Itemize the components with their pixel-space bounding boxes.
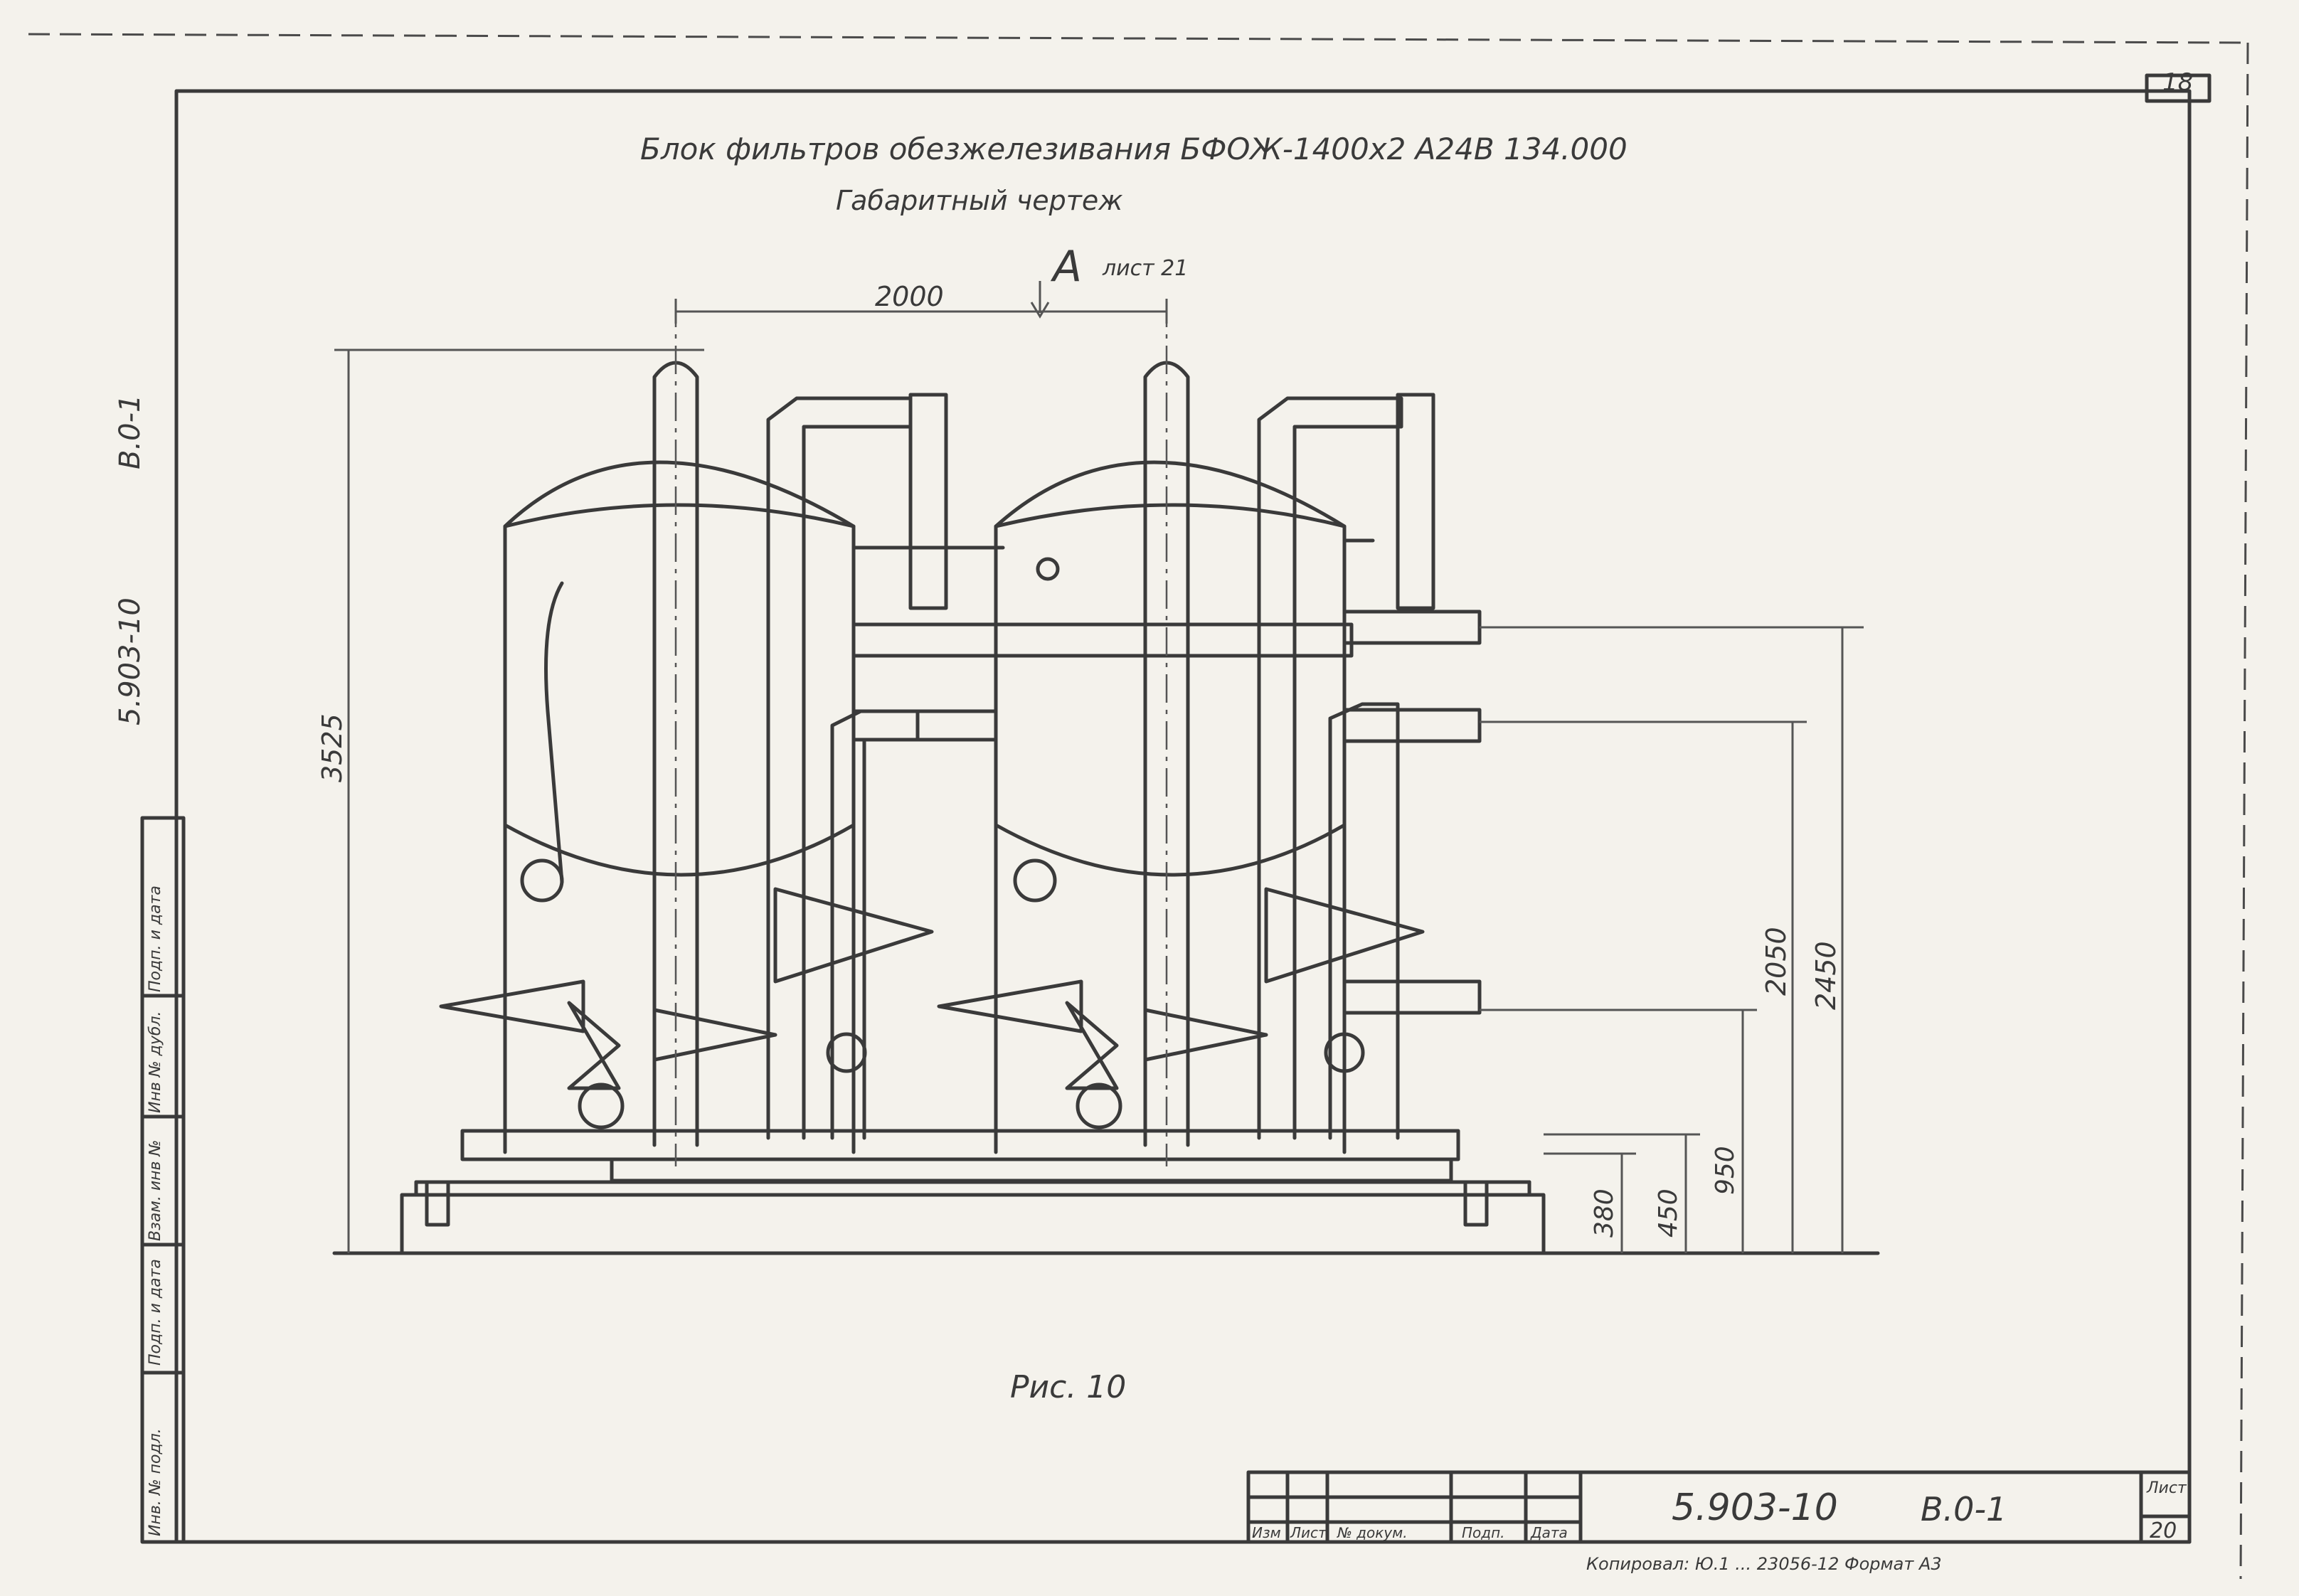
drawing-title: Блок фильтров обезжелезивания БФОЖ-1400х… xyxy=(640,132,1628,166)
stamp-label-4: Инв № дубл. xyxy=(147,1011,164,1113)
stamp-label-2: Подп. и дата xyxy=(147,1259,164,1366)
stamp-label-5: Подп. и дата xyxy=(147,885,164,992)
dimension-lines xyxy=(334,281,1864,1253)
left-stamp-strip xyxy=(140,816,186,1544)
side-code-1: 5.903-10 xyxy=(114,597,147,725)
stamp-label-3: Взам. инв № xyxy=(147,1139,164,1241)
pump-icon-2 xyxy=(1324,1032,1365,1073)
dim-450: 450 xyxy=(1654,1188,1683,1238)
pressure-gauge-1-icon xyxy=(520,858,564,903)
figure-caption: Рис. 10 xyxy=(1010,1369,1127,1405)
tb-header-list: Лист xyxy=(1290,1524,1327,1541)
base-frame xyxy=(332,1180,1880,1255)
dim-950: 950 xyxy=(1711,1146,1740,1195)
tb-doc-suffix: В.0-1 xyxy=(1921,1490,2007,1528)
sheet-corner-number: 18 xyxy=(2162,68,2194,97)
vertical-pipes xyxy=(652,361,1435,1147)
dim-2000: 2000 xyxy=(875,281,944,312)
drawing-subtitle: Габаритный чертеж xyxy=(836,185,1123,216)
pressure-gauge-2-icon xyxy=(1013,858,1057,903)
drawing-frame xyxy=(174,89,2192,1544)
tb-header-izm: Изм xyxy=(1252,1524,1281,1541)
dim-2450: 2450 xyxy=(1810,941,1842,1010)
filter-tank-2 xyxy=(994,460,1347,1154)
dim-3525: 3525 xyxy=(317,713,348,782)
sheet-corner-box xyxy=(2145,73,2212,103)
tb-doc-number: 5.903-10 xyxy=(1672,1486,1838,1529)
valves xyxy=(439,887,1425,1129)
tb-header-date: Дата xyxy=(1531,1524,1568,1541)
tb-footer: Копировал: Ю.1 ... 23056-12 Формат А3 xyxy=(1586,1554,1942,1574)
pump-icon-1 xyxy=(826,1032,867,1073)
filter-tank-1 xyxy=(503,460,856,1154)
title-block xyxy=(1246,1470,2192,1544)
dim-380: 380 xyxy=(1590,1188,1619,1238)
dim-2050: 2050 xyxy=(1761,927,1792,996)
tb-header-doc: № докум. xyxy=(1337,1524,1408,1541)
tb-sheet-number: 20 xyxy=(2150,1518,2177,1543)
side-code-2: В.0-1 xyxy=(114,394,147,470)
valve-handwheel-icon xyxy=(1036,557,1060,581)
tb-sheet-label: Лист xyxy=(2147,1479,2187,1497)
view-sheet-ref: лист 21 xyxy=(1103,256,1189,281)
axis-lines xyxy=(674,299,1168,1166)
stamp-label-1: Инв. № подл. xyxy=(147,1428,164,1536)
manifolds xyxy=(460,538,1482,1183)
tb-header-sign: Подп. xyxy=(1462,1524,1505,1541)
cut-line-top xyxy=(28,33,2241,44)
view-marker: А xyxy=(1053,242,1083,292)
cut-line-right xyxy=(2239,42,2249,1580)
